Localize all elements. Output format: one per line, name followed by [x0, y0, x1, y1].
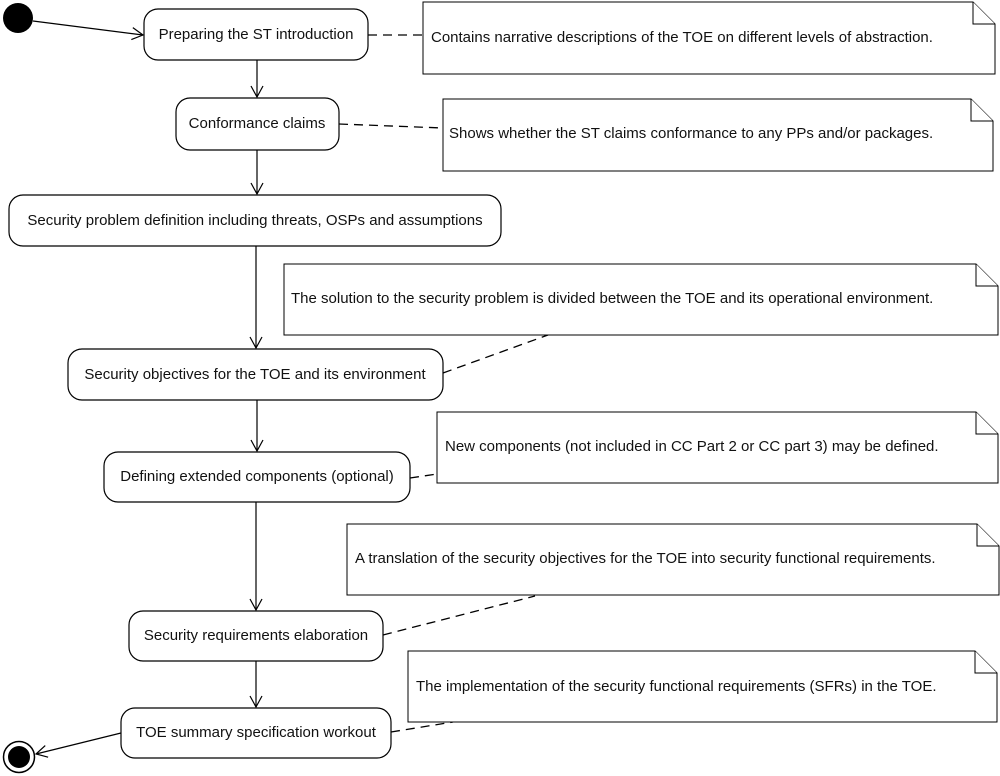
activity-defining-extended-components: Defining extended components (optional) — [103, 451, 411, 503]
activity-label: Defining extended components (optional) — [120, 468, 394, 485]
flow-start-to-introduction — [32, 20, 145, 41]
note-text: A translation of the security objectives… — [355, 550, 936, 567]
activity-label: Security requirements elaboration — [144, 627, 368, 644]
note-introduction: Contains narrative descriptions of the T… — [422, 1, 996, 75]
note-summary: The implementation of the security funct… — [407, 650, 998, 723]
activity-label: Security problem definition including th… — [27, 212, 482, 229]
activity-security-requirements-elaboration: Security requirements elaboration — [128, 610, 384, 662]
note-text: The solution to the security problem is … — [291, 290, 933, 307]
note-text: New components (not included in CC Part … — [445, 438, 939, 455]
anchor-note-objectives — [442, 334, 549, 374]
initial-node — [3, 3, 33, 33]
activity-preparing-st-introduction: Preparing the ST introduction — [143, 8, 369, 61]
activity-label: TOE summary specification workout — [136, 724, 377, 741]
anchor-note-requirements — [382, 595, 536, 636]
activity-label: Preparing the ST introduction — [159, 26, 354, 43]
note-extended-components: New components (not included in CC Part … — [436, 411, 999, 484]
note-objectives: The solution to the security problem is … — [283, 263, 999, 336]
note-conformance: Shows whether the ST claims conformance … — [442, 98, 994, 172]
note-text: Shows whether the ST claims conformance … — [449, 125, 933, 142]
activity-security-objectives: Security objectives for the TOE and its … — [67, 348, 444, 401]
activity-label: Conformance claims — [189, 115, 326, 132]
flow-summary-to-end — [34, 732, 122, 758]
activity-toe-summary-specification: TOE summary specification workout — [120, 707, 392, 759]
note-text: The implementation of the security funct… — [416, 678, 937, 695]
anchor-note-conformance — [338, 123, 444, 129]
activity-security-problem-definition: Security problem definition including th… — [8, 194, 502, 247]
activity-label: Security objectives for the TOE and its … — [84, 366, 426, 383]
activity-conformance-claims: Conformance claims — [175, 97, 340, 151]
note-requirements: A translation of the security objectives… — [346, 523, 1000, 596]
anchor-note-summary — [390, 721, 454, 733]
final-node — [2, 740, 36, 774]
anchor-note-extended-components — [409, 473, 438, 479]
note-text: Contains narrative descriptions of the T… — [431, 29, 933, 46]
